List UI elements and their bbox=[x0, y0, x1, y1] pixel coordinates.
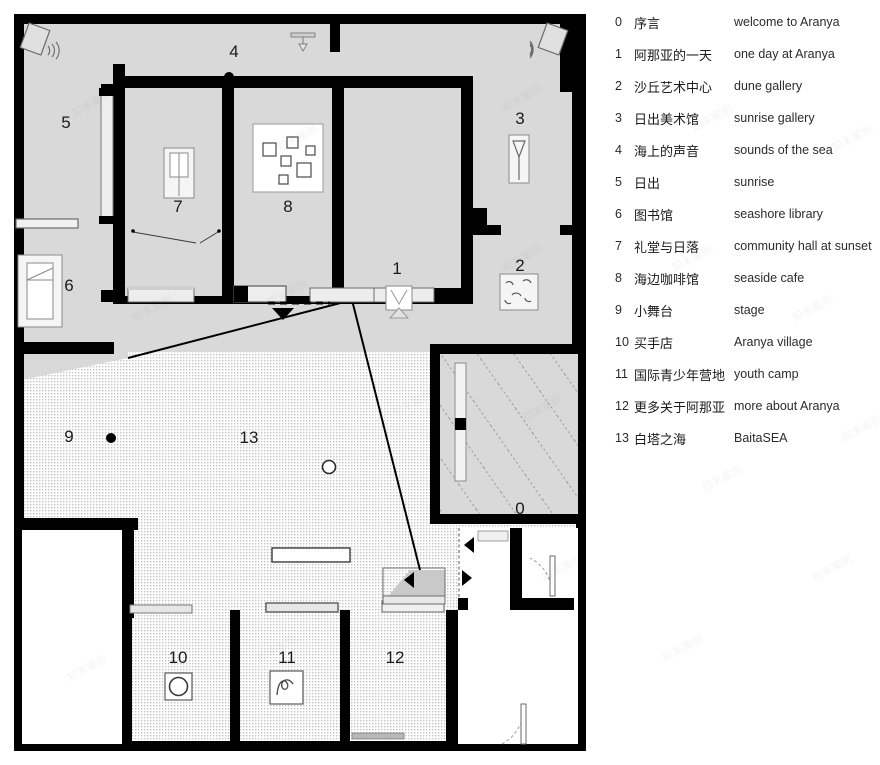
legend-number: 9 bbox=[615, 303, 622, 317]
legend-label-en: stage bbox=[734, 303, 765, 317]
legend-label-cn: 图书馆 bbox=[634, 208, 674, 224]
legend-label-en: seashore library bbox=[734, 207, 823, 221]
fixtures bbox=[15, 22, 569, 705]
direction-triangle-left bbox=[464, 537, 474, 553]
legend-number: 1 bbox=[615, 47, 622, 61]
legend-label-cn: 小舞台 bbox=[634, 304, 674, 320]
room-number-12: 12 bbox=[386, 648, 405, 667]
legend-label-cn: 沙丘艺术中心 bbox=[634, 80, 713, 96]
legend-row[interactable]: 6 图书馆 seashore library bbox=[600, 198, 880, 230]
legend-row[interactable]: 11 国际青少年营地 youth camp bbox=[600, 358, 880, 390]
legend-row[interactable]: 4 海上的声音 sounds of the sea bbox=[600, 134, 880, 166]
room-number-11: 11 bbox=[278, 648, 296, 667]
legend-number: 13 bbox=[615, 431, 629, 445]
entry-ramp bbox=[127, 299, 446, 605]
legend-label-en: dune gallery bbox=[734, 79, 803, 93]
legend-row[interactable]: 5 日出 sunrise bbox=[600, 166, 880, 198]
entry-triangle bbox=[404, 572, 414, 588]
legend-row[interactable]: 2 沙丘艺术中心 dune gallery bbox=[600, 70, 880, 102]
legend-number: 8 bbox=[615, 271, 622, 285]
legend-panel: 0 序言 welcome to Aranya 1 阿那亚的一天 one day at Ar… bbox=[600, 0, 880, 765]
legend-row[interactable]: 7 礼堂与日落 community hall at sunset bbox=[600, 230, 880, 262]
room-number-7: 7 bbox=[173, 197, 182, 216]
legend-label-cn: 日出美术馆 bbox=[634, 112, 700, 128]
legend-number: 0 bbox=[615, 15, 622, 29]
legend-number: 5 bbox=[615, 175, 622, 189]
wall-marker-dot bbox=[224, 72, 234, 82]
legend-row[interactable]: 10 买手店 Aranya village bbox=[600, 326, 880, 358]
legend-row[interactable]: 0 序言 welcome to Aranya bbox=[600, 6, 880, 38]
legend-label-cn: 买手店 bbox=[634, 336, 674, 352]
legend-label-en: BaitaSEA bbox=[734, 431, 788, 445]
legend-label-en: welcome to Aranya bbox=[734, 15, 840, 29]
legend-row[interactable]: 3 日出美术馆 sunrise gallery bbox=[600, 102, 880, 134]
legend-label-cn: 海边咖啡馆 bbox=[634, 272, 700, 288]
legend-label-en: sunrise bbox=[734, 175, 775, 189]
room-number-8: 8 bbox=[283, 197, 292, 216]
room-number-10: 10 bbox=[169, 648, 188, 667]
room-number-4: 4 bbox=[229, 42, 238, 61]
legend-number: 12 bbox=[615, 399, 629, 413]
legend-row[interactable]: 13 白塔之海 BaitaSEA bbox=[600, 422, 880, 454]
legend-label-en: sunrise gallery bbox=[734, 111, 815, 125]
room-number-13: 13 bbox=[240, 428, 259, 447]
room-number-5: 5 bbox=[61, 113, 70, 132]
room-0-area bbox=[430, 344, 584, 524]
legend-number: 3 bbox=[615, 111, 622, 125]
room-number-0: 0 bbox=[515, 499, 524, 518]
room-number-2: 2 bbox=[515, 256, 524, 275]
legend-label-cn: 礼堂与日落 bbox=[634, 240, 700, 256]
legend-number: 11 bbox=[615, 367, 628, 381]
legend-label-cn: 国际青少年营地 bbox=[634, 368, 726, 384]
legend-row[interactable]: 12 更多关于阿那亚 more about Aranya bbox=[600, 390, 880, 422]
speaker-icon-top-right bbox=[529, 22, 569, 59]
room-number-6: 6 bbox=[64, 276, 73, 295]
legend-row[interactable]: 9 小舞台 stage bbox=[600, 294, 880, 326]
stair-lobby bbox=[458, 528, 578, 745]
stage-marker-dot bbox=[106, 433, 116, 443]
walls-right-wing bbox=[473, 225, 578, 235]
legend-label-cn: 序言 bbox=[634, 16, 661, 32]
threshold-details bbox=[127, 229, 435, 320]
legend-row[interactable]: 8 海边咖啡馆 seaside cafe bbox=[600, 262, 880, 294]
legend-label-en: community hall at sunset bbox=[734, 239, 872, 253]
room-number-3: 3 bbox=[515, 109, 524, 128]
legend-label-en: one day at Aranya bbox=[734, 47, 835, 61]
legend-label-en: youth camp bbox=[734, 367, 799, 381]
direction-triangle-right bbox=[462, 570, 472, 586]
legend-label-cn: 阿那亚的一天 bbox=[634, 48, 713, 64]
legend-number: 4 bbox=[615, 143, 622, 157]
legend-row[interactable]: 1 阿那亚的一天 one day at Aranya bbox=[600, 38, 880, 70]
room-number-1: 1 bbox=[392, 259, 401, 278]
legend-label-cn: 海上的声音 bbox=[634, 144, 700, 160]
legend-label-en: Aranya village bbox=[734, 335, 813, 349]
speaker-icon-top-left bbox=[19, 22, 60, 60]
legend-label-cn: 白塔之海 bbox=[634, 432, 687, 448]
room-number-9: 9 bbox=[64, 427, 73, 446]
legend-number: 10 bbox=[615, 335, 629, 349]
legend-label-cn: 日出 bbox=[634, 176, 661, 192]
entry-triangle-2 bbox=[272, 308, 294, 320]
legend-label-cn: 更多关于阿那亚 bbox=[634, 400, 726, 416]
lower-left-room bbox=[14, 518, 138, 744]
legend-label-en: more about Aranya bbox=[734, 399, 840, 413]
legend-number: 7 bbox=[615, 239, 622, 253]
legend-label-en: sounds of the sea bbox=[734, 143, 833, 157]
legend-number: 6 bbox=[615, 207, 622, 221]
legend-number: 2 bbox=[615, 79, 622, 93]
legend-label-en: seaside cafe bbox=[734, 271, 805, 285]
